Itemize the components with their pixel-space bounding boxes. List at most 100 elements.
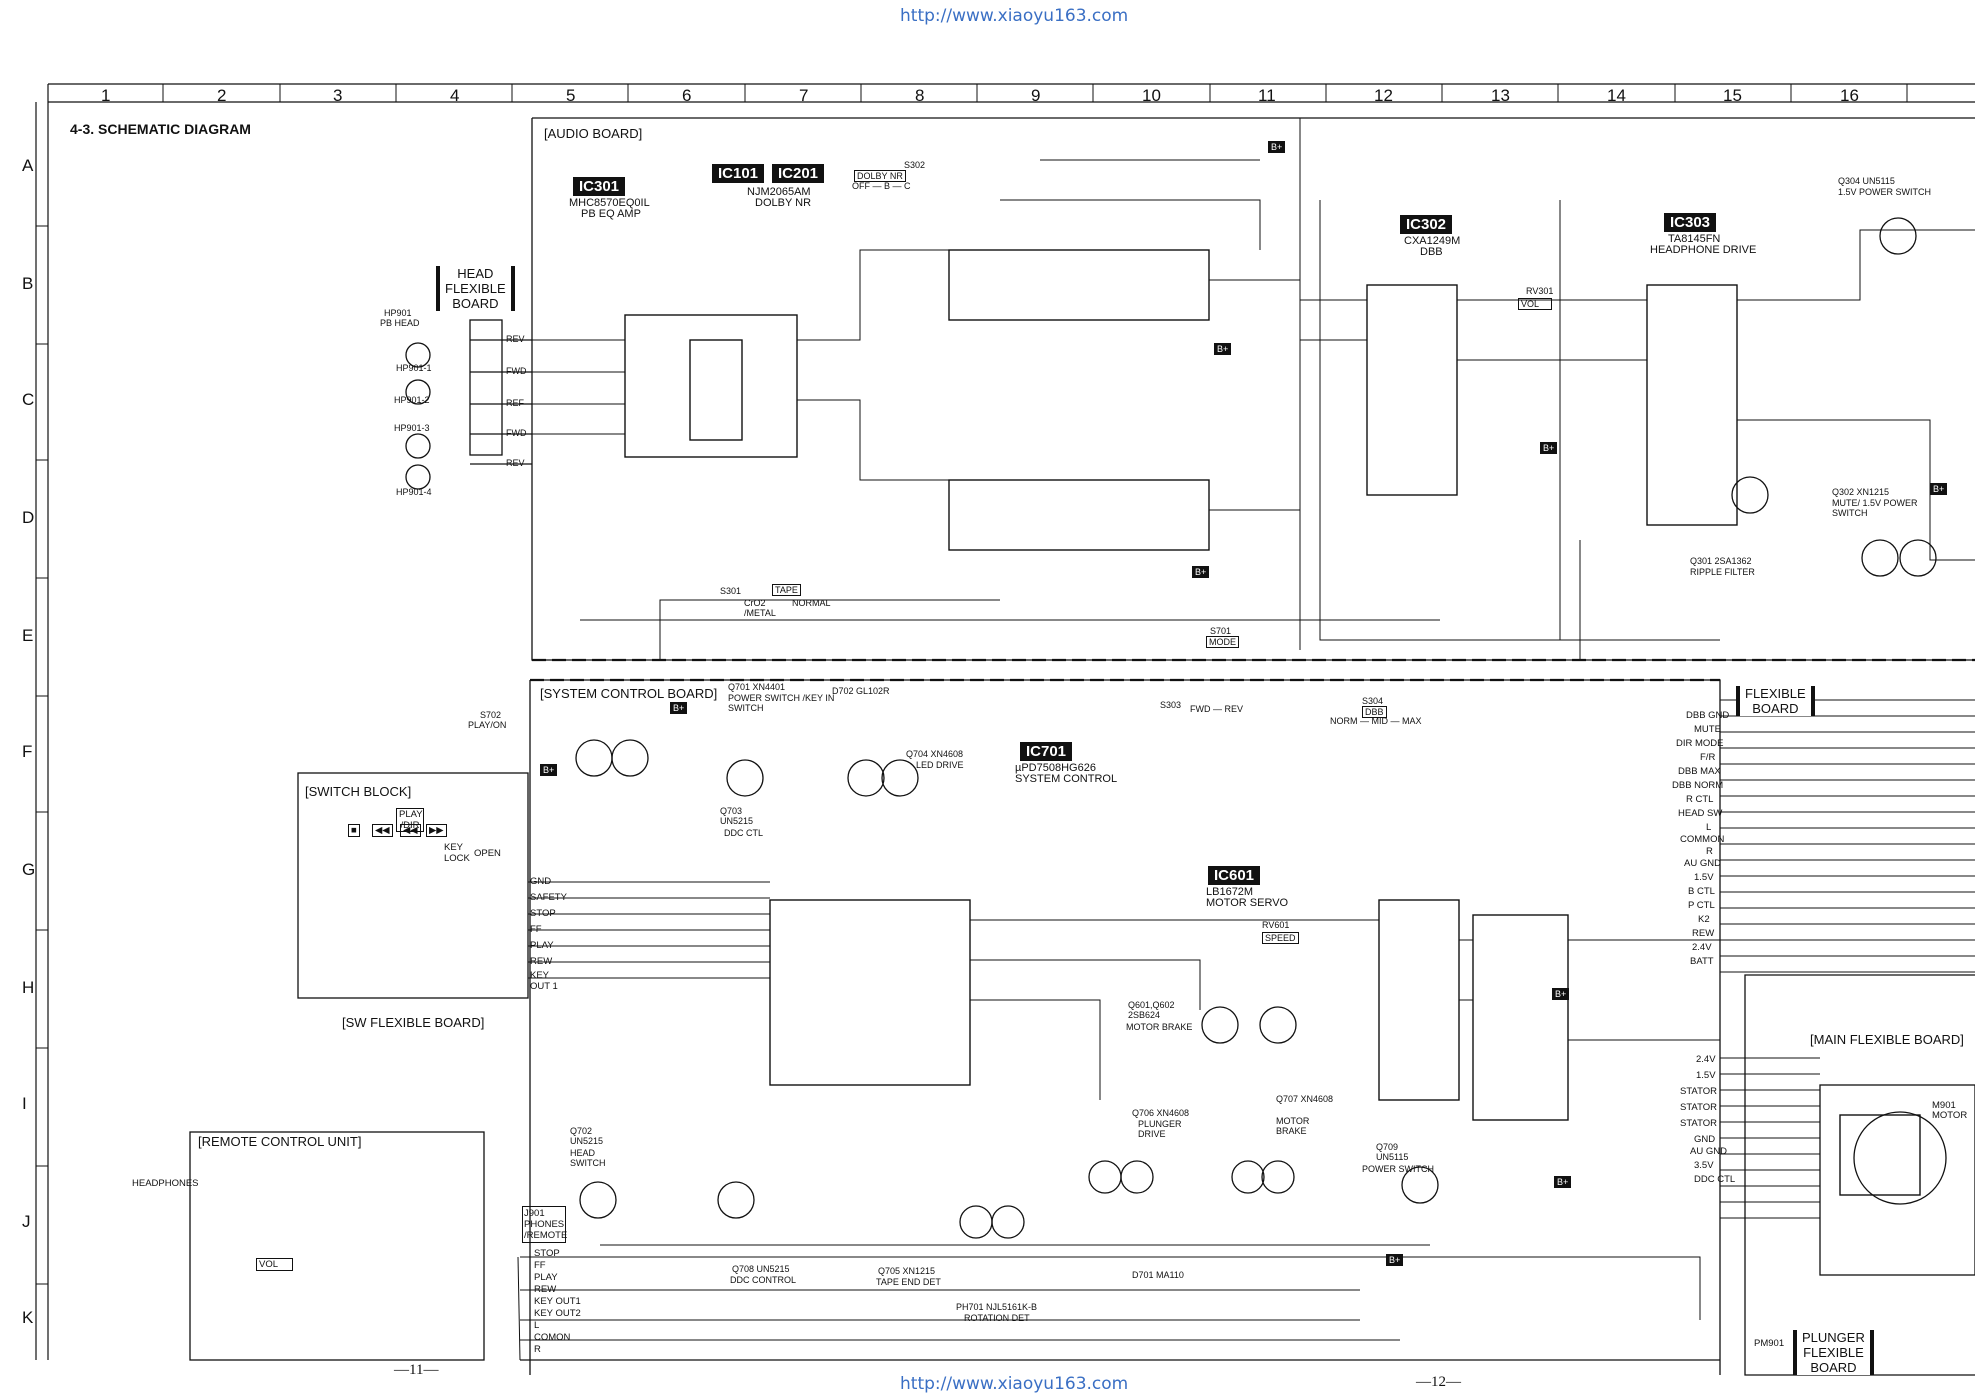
col-14: 14 <box>1607 86 1626 105</box>
swblock-key-ff[interactable]: ◀◀ <box>400 824 421 837</box>
hp901-1-label: HP901-1 <box>396 363 432 373</box>
dbb-switch[interactable]: DBB <box>1362 706 1387 718</box>
remote-control-unit-label: [REMOTE CONTROL UNIT] <box>196 1134 364 1149</box>
col-15: 15 <box>1723 86 1742 105</box>
q304-label: Q304 UN5115 <box>1838 176 1895 186</box>
ic601-part: LB1672M <box>1206 886 1254 898</box>
bplus-tag-7: B+ <box>540 764 558 776</box>
ic303-part: TA8145FN <box>1668 233 1721 245</box>
col-10: 10 <box>1142 86 1161 105</box>
q302-desc: MUTE/ 1.5V POWER SWITCH <box>1832 498 1918 518</box>
q701-desc: POWER SWITCH /KEY IN SWITCH <box>728 693 835 713</box>
q707-label: Q707 XN4608 <box>1276 1094 1334 1104</box>
col-8: 8 <box>915 86 925 105</box>
col-6: 6 <box>682 86 692 105</box>
header-url[interactable]: http://www.xiaoyu163.com <box>900 6 1129 26</box>
flex-sig-12: 1.5V <box>1694 872 1714 883</box>
swblock-key-play-dir[interactable]: PLAY /DIR <box>396 808 424 832</box>
head-sig-ref: REF <box>506 398 524 408</box>
dolby-nr-switch[interactable]: DOLBY NR <box>854 170 906 182</box>
swblock-sig-keyout1: KEY OUT 1 <box>530 970 558 992</box>
swblock-key-lock[interactable]: KEY LOCK <box>444 842 470 864</box>
q705-desc: TAPE END DET <box>876 1277 941 1287</box>
flex-sig-9: COMMON <box>1680 834 1725 845</box>
col-5: 5 <box>566 86 576 105</box>
ic101-tag: IC101 <box>712 164 765 183</box>
j901-pin-keyout2: KEY OUT2 <box>534 1308 581 1319</box>
mode-switch[interactable]: MODE <box>1206 636 1239 648</box>
vol-rv301[interactable]: VOL <box>1518 298 1553 310</box>
q703-label: Q703 UN5215 <box>720 806 754 826</box>
audio-board-outline <box>531 117 1975 661</box>
dolby-nr-positions: OFF — B — C <box>852 181 911 191</box>
q704-label: Q704 XN4608 <box>906 749 964 759</box>
q708-desc: DDC CONTROL <box>730 1275 797 1285</box>
flex-sig-20: 1.5V <box>1696 1070 1716 1081</box>
flex-sig-15: K2 <box>1698 914 1710 925</box>
q703-desc: DDC CTL <box>724 828 764 838</box>
dbb-positions: NORM — MID — MAX <box>1330 716 1422 726</box>
swblock-key-stop[interactable]: ■ <box>348 824 360 837</box>
swblock-key-fwd[interactable]: ▶▶ <box>426 824 447 837</box>
flexible-line-1: FLEXIBLE <box>1745 686 1806 701</box>
row-K: K <box>22 1308 34 1327</box>
swblock-open: OPEN <box>474 848 501 859</box>
head-sig-fwd-2: FWD <box>506 428 527 438</box>
bplus-tag-3: B+ <box>1540 442 1558 454</box>
flex-sig-27: DDC CTL <box>1694 1174 1736 1185</box>
swblock-key-rew[interactable]: ◀◀ <box>372 824 393 837</box>
system-board-outline <box>520 679 1721 1375</box>
d701-label: D701 MA110 <box>1132 1270 1184 1280</box>
head-flexible-line-1: HEAD <box>457 266 494 281</box>
q301-desc: RIPPLE FILTER <box>1690 567 1755 577</box>
j901-pin-ff: FF <box>534 1260 546 1271</box>
footer-url[interactable]: http://www.xiaoyu163.com <box>900 1374 1129 1394</box>
flex-sig-14: P CTL <box>1688 900 1715 911</box>
head-connector <box>405 319 532 490</box>
flexible-line-2: BOARD <box>1752 701 1799 716</box>
ic302-desc: DBB <box>1420 246 1443 258</box>
swblock-sig-safety: SAFETY <box>530 892 567 903</box>
q701-label: Q701 XN4401 <box>728 682 786 692</box>
q707-desc: MOTOR BRAKE <box>1276 1116 1310 1136</box>
swblock-sig-ff: FF <box>530 924 542 935</box>
ph701-label: PH701 NJL5161K-B <box>956 1302 1038 1312</box>
q706-desc: PLUNGER DRIVE <box>1138 1119 1182 1139</box>
ph701-desc: ROTATION DET <box>964 1313 1030 1323</box>
plunger-flexible-line-2: FLEXIBLE <box>1803 1345 1864 1360</box>
tape-normal: NORMAL <box>792 598 831 608</box>
bplus-tag-1: B+ <box>1268 141 1286 153</box>
flex-sig-23: STATOR <box>1680 1118 1717 1129</box>
q601-q602-label: Q601,Q602 2SB624 <box>1128 1000 1175 1020</box>
ic303-tag: IC303 <box>1664 213 1717 232</box>
flex-sig-4: DBB MAX <box>1678 766 1721 777</box>
head-sig-fwd: FWD <box>506 366 527 376</box>
col-4: 4 <box>450 86 460 105</box>
section-title: 4-3. SCHEMATIC DIAGRAM <box>70 121 251 137</box>
play-on-label: PLAY/ON <box>468 720 507 730</box>
speed-rv601[interactable]: SPEED <box>1262 932 1299 944</box>
rv601-label: RV601 <box>1262 920 1290 930</box>
hp901-4-label: HP901-4 <box>396 487 432 497</box>
signal-wires <box>517 118 1975 1361</box>
remote-vol-control[interactable]: VOL <box>256 1258 294 1271</box>
head-flexible-board-label: HEAD FLEXIBLE BOARD <box>436 266 515 311</box>
hp901-2-label: HP901-2 <box>394 395 430 405</box>
headphones-label: HEADPHONES <box>132 1178 199 1189</box>
q302-label: Q302 XN1215 <box>1832 487 1890 497</box>
q708-label: Q708 UN5215 <box>732 1264 790 1274</box>
gnd-bus <box>530 658 1975 682</box>
row-J: J <box>22 1212 31 1231</box>
ic101-part: NJM2065AM <box>747 186 811 198</box>
q304-desc: 1.5V POWER SWITCH <box>1838 187 1932 197</box>
q702-label: Q702 UN5215 <box>570 1126 604 1146</box>
bplus-tag-10: B+ <box>1386 1254 1404 1266</box>
ic301-tag: IC301 <box>573 177 626 196</box>
q709-label: Q709 UN5115 <box>1376 1142 1409 1162</box>
ic601-tag: IC601 <box>1208 866 1261 885</box>
flex-sig-3: F/R <box>1700 752 1716 763</box>
plunger-pm901-label: PM901 <box>1754 1338 1785 1349</box>
tape-switch[interactable]: TAPE <box>772 584 801 596</box>
flex-sig-8: L <box>1706 822 1712 833</box>
page-number-11: —11— <box>394 1362 439 1378</box>
